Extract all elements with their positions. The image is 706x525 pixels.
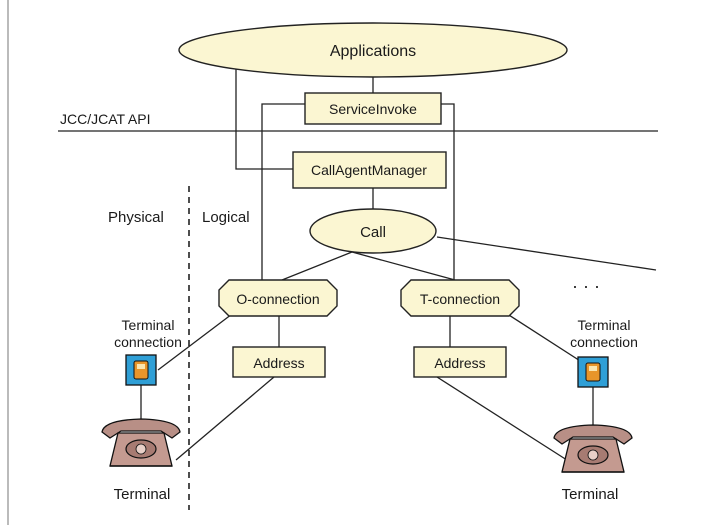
terminal-right-label: Terminal xyxy=(562,486,619,503)
oconnection-node xyxy=(218,279,338,317)
link-applications-callagentmanager xyxy=(235,66,293,170)
device-right-icon xyxy=(577,356,609,388)
tconnection-node xyxy=(400,279,520,317)
tconnection-label: T-connection xyxy=(420,291,500,307)
api-label: JCC/JCAT API xyxy=(60,111,151,127)
address-right-node xyxy=(413,346,507,378)
connector-lines xyxy=(140,66,657,463)
call-label: Call xyxy=(360,224,386,241)
address-right-label: Address xyxy=(434,355,485,371)
device-left-icon xyxy=(125,354,157,386)
link-call-oconnection xyxy=(281,251,353,281)
terminal-left-label: Terminal xyxy=(114,486,171,503)
link-call-more xyxy=(436,236,657,271)
link-tconnection-terminalconnection xyxy=(497,307,589,367)
logical-label: Logical xyxy=(202,209,250,226)
more-connections-ellipsis: · · · xyxy=(572,276,600,296)
serviceinvoke-label: ServiceInvoke xyxy=(329,101,417,117)
link-oconnection-terminalconnection xyxy=(157,307,241,371)
terminal-connection-left-line1: Terminal xyxy=(122,317,175,333)
telephone-right-icon xyxy=(553,424,633,473)
terminal-connection-right-line2: connection xyxy=(570,334,638,350)
address-left-label: Address xyxy=(253,355,304,371)
link-serviceinvoke-tconnection xyxy=(441,103,455,280)
oconnection-label: O-connection xyxy=(236,291,319,307)
address-left-node xyxy=(232,346,326,378)
applications-node xyxy=(178,22,568,78)
link-serviceinvoke-oconnection xyxy=(261,103,305,280)
link-address-terminal-left xyxy=(175,376,275,461)
telephone-left-icon xyxy=(101,418,181,467)
link-address-terminal-right xyxy=(436,376,571,463)
terminal-connection-left-line2: connection xyxy=(114,334,182,350)
physical-label: Physical xyxy=(108,209,164,226)
link-call-tconnection xyxy=(351,251,456,281)
callagentmanager-label: CallAgentManager xyxy=(311,162,427,178)
serviceinvoke-node xyxy=(304,92,442,125)
call-node xyxy=(309,208,437,254)
terminal-connection-right-line1: Terminal xyxy=(578,317,631,333)
applications-label: Applications xyxy=(330,43,416,60)
callagentmanager-node xyxy=(292,151,447,189)
